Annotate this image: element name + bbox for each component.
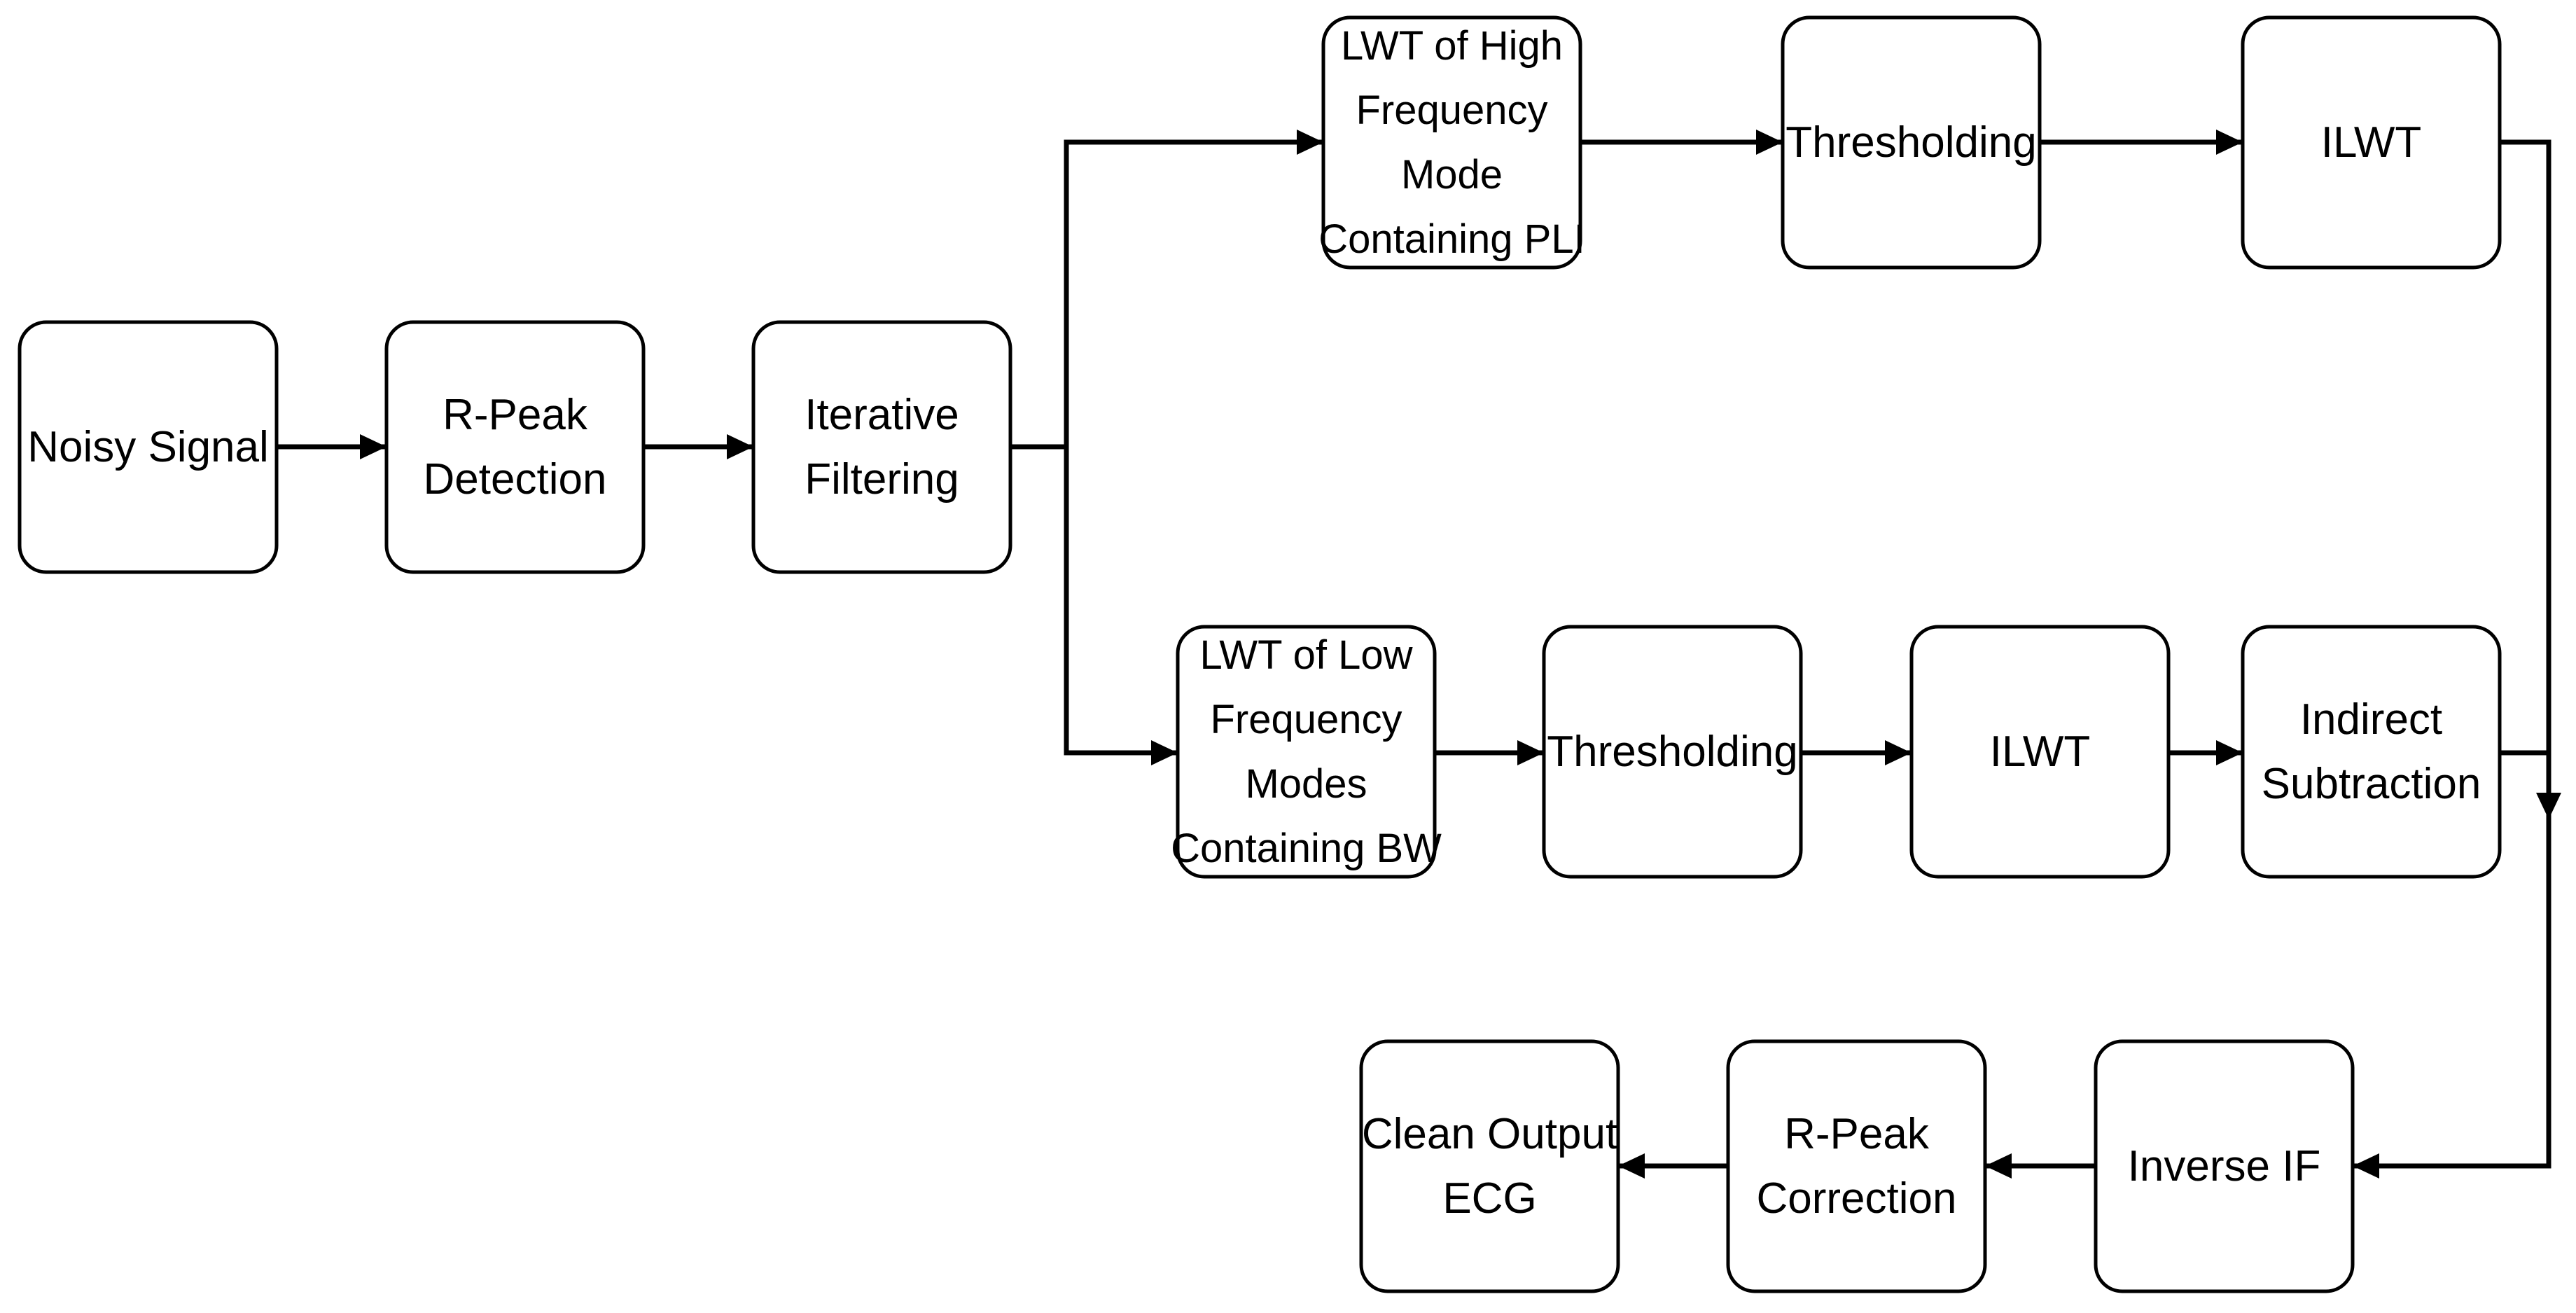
block-ilwt-high-label-line: ILWT	[2321, 118, 2422, 167]
arrow-indirect-sub-to-inverse-if	[2353, 750, 2551, 1179]
process-blocks: Noisy SignalR-PeakDetectionIterativeFilt…	[18, 15, 2502, 1293]
block-ilwt-low-frame	[1909, 625, 2171, 879]
block-iter-filt-label-line: Iterative	[805, 391, 959, 439]
block-ilwt-low-label-line: ILWT	[1990, 728, 2091, 776]
block-thresh-low-frame	[1542, 625, 1803, 879]
block-noisy-frame	[18, 320, 279, 574]
block-ilwt-high-frame	[2241, 15, 2502, 270]
block-inverse-if: Inverse IF	[2094, 1039, 2355, 1293]
block-lwt-high-label-line: LWT of High	[1341, 23, 1563, 69]
block-lwt-high-label-line: Frequency	[1356, 88, 1547, 133]
block-noisy-label-line: Noisy Signal	[27, 423, 269, 471]
block-lwt-low-label-line: Containing BW	[1171, 826, 1442, 871]
block-indirect-sub-frame	[2241, 625, 2502, 879]
block-indirect-sub-label-line: Subtraction	[2262, 760, 2481, 808]
block-iter-filt-frame	[751, 320, 1012, 574]
block-iter-filt-label-line: Filtering	[805, 455, 959, 503]
block-thresh-high-frame	[1781, 15, 2042, 270]
block-lwt-low-label-line: Modes	[1245, 761, 1367, 807]
block-thresh-low: Thresholding	[1542, 625, 1803, 879]
block-rpeak-corr-frame	[1726, 1039, 1987, 1293]
block-rpeak-det-label-line: Detection	[424, 455, 607, 503]
arrow-ilwt-high-to-inverse-if	[2500, 139, 2561, 819]
block-lwt-low-frame	[1176, 625, 1437, 879]
block-lwt-high-label-line: Containing PLI	[1318, 216, 1585, 262]
block-rpeak-det-frame	[384, 320, 646, 574]
block-lwt-low-label-line: LWT of Low	[1199, 632, 1413, 678]
block-lwt-low-label-line: Frequency	[1210, 697, 1402, 742]
block-rpeak-corr-label-line: Correction	[1757, 1174, 1957, 1223]
block-ilwt-low: ILWT	[1909, 625, 2171, 879]
block-clean-output-label-line: Clean Output	[1362, 1110, 1617, 1158]
block-rpeak-corr-label-line: R-Peak	[1784, 1110, 1930, 1158]
block-lwt-high-frame	[1321, 15, 1582, 270]
block-thresh-high-label-line: Thresholding	[1785, 118, 2036, 167]
arrow-iter-filt-to-lwt-low	[1010, 444, 1178, 765]
block-rpeak-det-label-line: R-Peak	[443, 391, 588, 439]
arrow-iter-filt-to-lwt-high	[1010, 130, 1323, 450]
block-lwt-high-label-line: Mode	[1401, 152, 1503, 197]
block-thresh-low-label-line: Thresholding	[1547, 728, 1797, 776]
block-inverse-if-label-line: Inverse IF	[2128, 1142, 2321, 1190]
block-inverse-if-frame	[2094, 1039, 2355, 1293]
block-thresh-high: Thresholding	[1781, 15, 2042, 270]
connectors	[277, 130, 2561, 1179]
block-clean-output-label-line: ECG	[1442, 1174, 1536, 1223]
block-ilwt-high: ILWT	[2241, 15, 2502, 270]
block-indirect-sub-label-line: Indirect	[2300, 695, 2442, 744]
block-noisy: Noisy Signal	[18, 320, 279, 574]
block-clean-output-frame	[1359, 1039, 1620, 1293]
